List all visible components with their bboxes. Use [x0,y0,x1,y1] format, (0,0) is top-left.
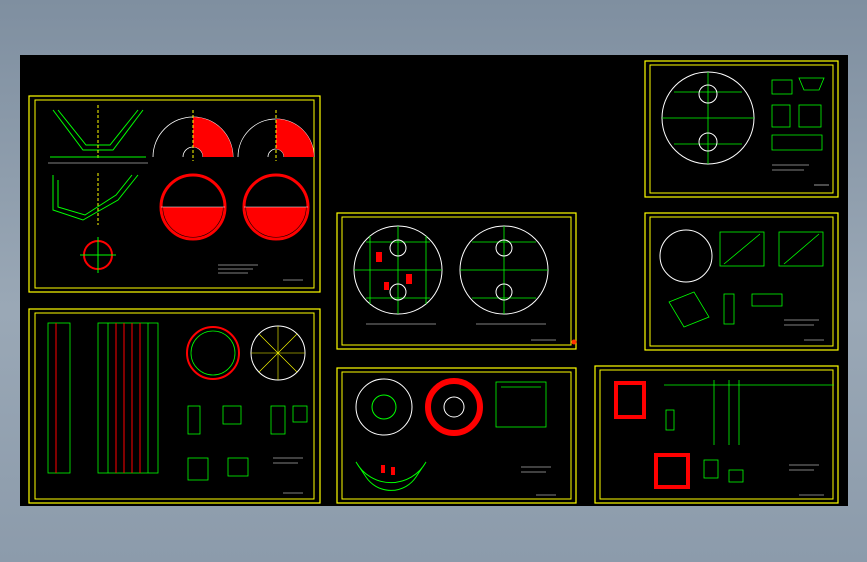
drawing-sheet-7[interactable] [644,212,839,351]
drawing-sheet-4[interactable] [28,308,321,504]
drawing-sheet-3[interactable] [644,60,839,198]
drawing-sheet-1[interactable] [28,95,321,293]
drawing-sheet-2[interactable] [336,212,577,350]
drawing-sheet-6[interactable] [594,365,839,504]
drawing-sheet-5[interactable] [336,367,577,504]
cad-drawing-canvas[interactable] [20,55,848,506]
